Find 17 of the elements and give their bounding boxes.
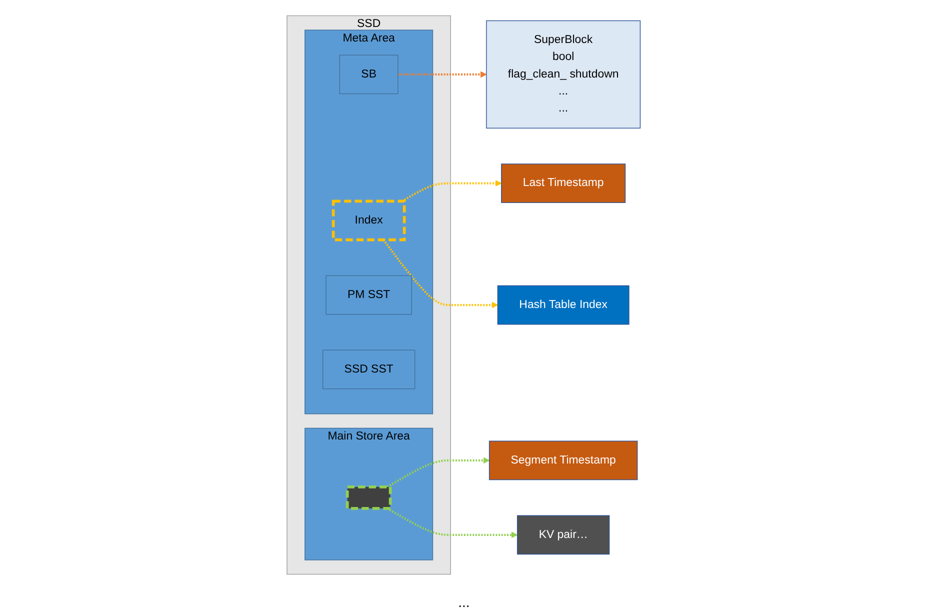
arrow: [402, 180, 502, 202]
cluster: Main Store Area: [304, 428, 434, 560]
node-box: SuperBlock bool flag_clean_ shutdown ... ...: [486, 20, 641, 129]
ellipsis-text: ...: [458, 594, 470, 610]
node-box: Last Timestamp: [501, 164, 626, 203]
node-box: Hash Table Index: [498, 285, 630, 325]
node-box: SSD SST: [322, 350, 416, 390]
arrow: [398, 71, 488, 78]
node-box: Segment Timestamp: [489, 440, 638, 480]
arrow: [387, 457, 490, 488]
node-box: [346, 485, 392, 510]
arrow: [382, 239, 498, 308]
arrow: [387, 507, 518, 538]
node-box: KV pair…: [517, 515, 610, 555]
node-box: Index: [332, 200, 406, 242]
node-box: PM SST: [326, 275, 412, 315]
node-box: SB: [340, 54, 399, 94]
